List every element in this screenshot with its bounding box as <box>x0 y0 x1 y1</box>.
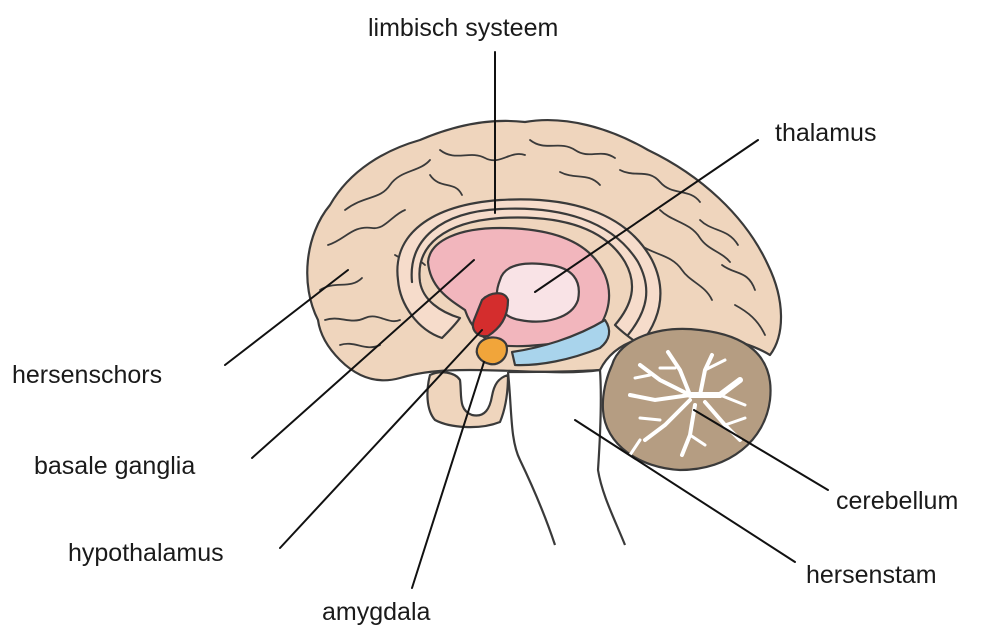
cerebellum <box>603 329 771 470</box>
label-limbic-system: limbisch systeem <box>368 14 558 42</box>
label-hypothalamus: hypothalamus <box>68 539 224 567</box>
temporal-lobe <box>427 372 508 427</box>
label-cerebellum: cerebellum <box>836 487 958 515</box>
amygdala <box>477 337 507 364</box>
thalamus <box>497 264 579 322</box>
label-cortex: hersenschors <box>12 361 162 389</box>
label-basal-ganglia: basale ganglia <box>34 452 195 480</box>
label-thalamus: thalamus <box>775 119 876 147</box>
label-amygdala: amygdala <box>322 598 430 626</box>
label-brainstem: hersenstam <box>806 561 937 589</box>
